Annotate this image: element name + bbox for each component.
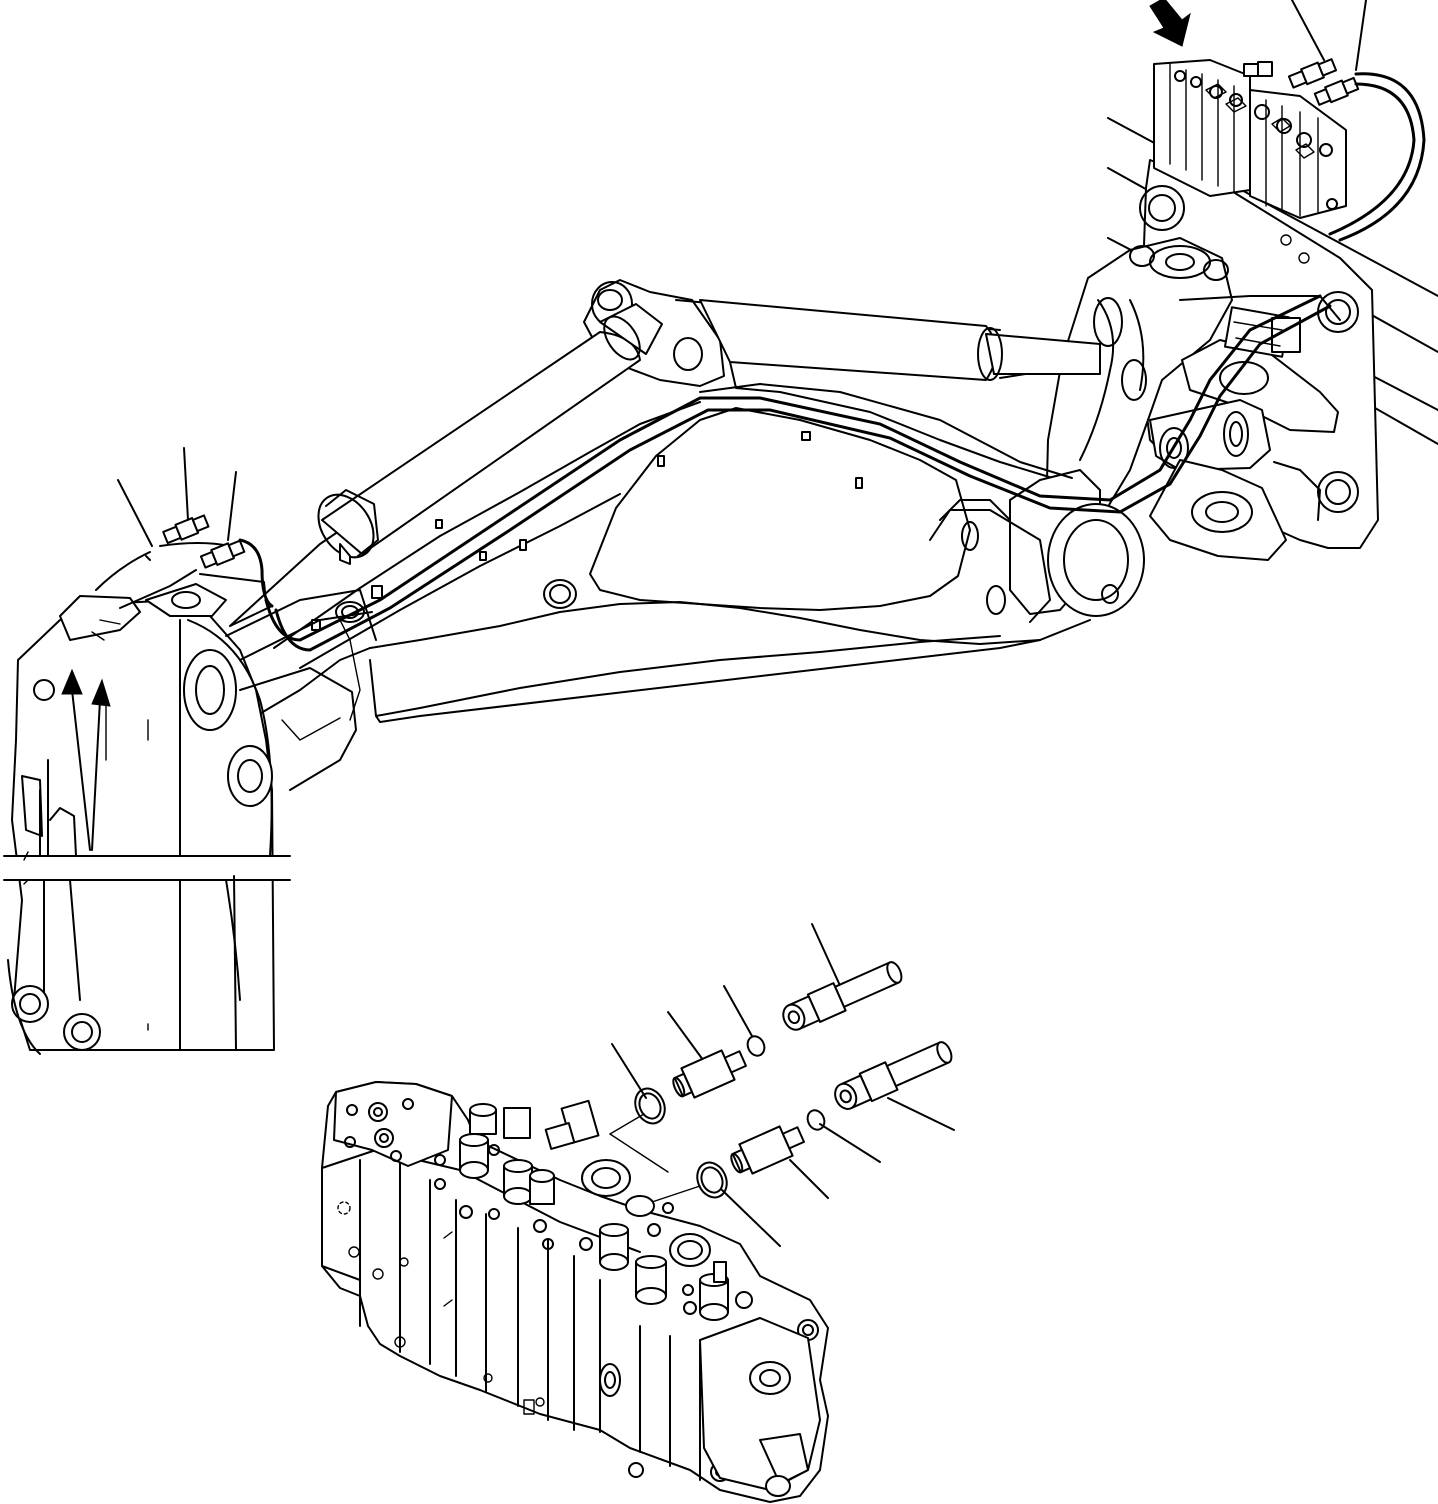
leader-ex-1 [812,924,842,990]
up-arrow-icon [62,670,110,850]
arm [0,584,376,1054]
exploded-fittings [610,956,956,1232]
o-ring-2 [630,1084,670,1128]
fittings-upper-left [96,514,272,608]
leader-ul-3 [228,472,236,540]
view-arrow-icon [1150,0,1190,46]
control-valve [322,1082,828,1502]
leader-ex-5 [888,1098,954,1130]
leader-ur-1 [1292,0,1324,60]
leader-ex-4 [612,1044,646,1098]
leader-ex-3 [668,1012,706,1064]
o-ring-1 [745,1034,768,1059]
valve-block-small [1154,60,1346,218]
boom-cylinder [307,300,1100,568]
leader-ex-2 [724,986,752,1036]
hose-lower [830,1036,955,1114]
leader-ur-2 [1356,0,1366,70]
leader-ul-1 [118,480,152,546]
o-ring-4 [692,1158,732,1202]
leader-ex-6 [820,1124,880,1162]
fittings-upper-right [1288,57,1359,106]
o-ring-3 [805,1108,828,1133]
main-frame [1046,118,1438,560]
leader-ex-8 [722,1190,780,1246]
callout-leaders [118,0,1366,1246]
adapter-upper [669,1044,750,1103]
hose-upper [779,956,906,1035]
hose-lines [266,74,1424,650]
adapter-lower [727,1120,808,1179]
leader-ul-2 [184,448,188,520]
leader-ex-7 [790,1160,828,1198]
